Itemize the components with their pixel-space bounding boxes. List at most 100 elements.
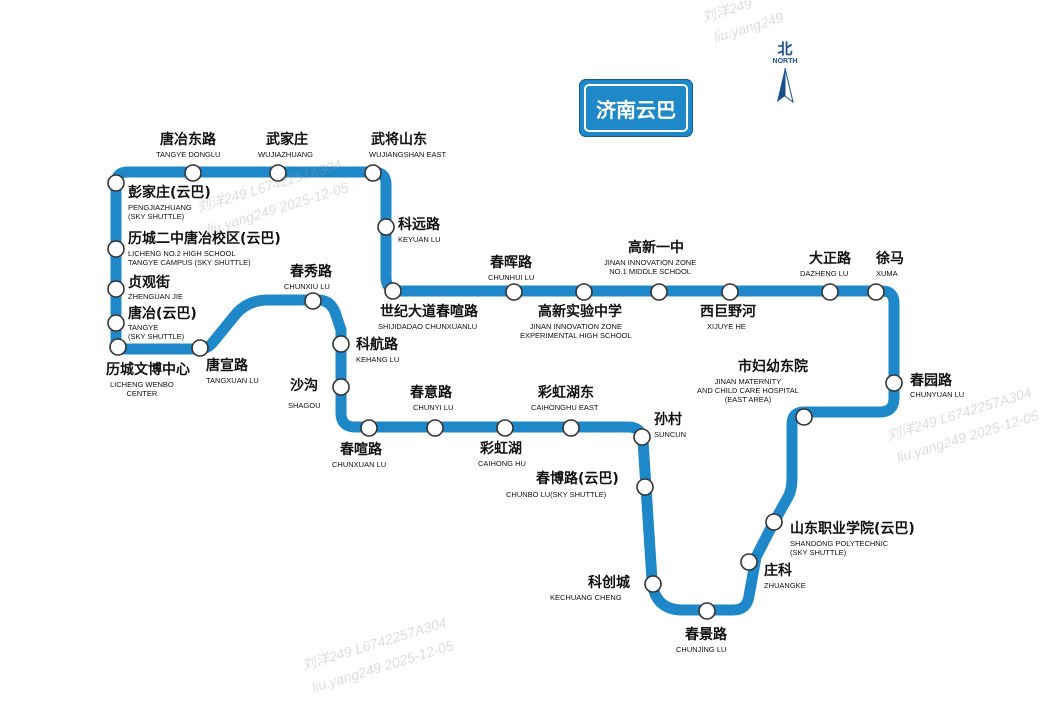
station-marker-26 [633,428,651,446]
station-26-name-en: SUNCUN [654,430,687,439]
station-marker-2 [364,164,382,182]
station-marker-13 [360,419,378,437]
station-28-name-en: SHANDONG POLYTECHNIC (SKY SHUTTLE) [790,539,889,557]
station-23-name: 徐马 [876,251,904,267]
station-19-name-en: JINAN INNOVATION ZONE EXPERIMENTAL HIGH … [520,322,632,340]
station-24-name: 春园路 [910,373,952,389]
station-27-name: 春博路(云巴) [536,471,619,487]
station-26-name: 孙村 [654,412,682,428]
station-18-name: 春晖路 [490,255,532,271]
station-marker-23 [867,283,885,301]
station-16-name: 彩虹湖东 [538,385,594,401]
compass-arrow-icon [777,67,794,104]
station-25-name-en: JINAN MATERNITY AND CHILD CARE HOSPITAL … [697,377,799,404]
title-badge: 济南云巴 [579,79,693,137]
station-29-name-en: ZHUANGKE [764,581,806,590]
station-marker-28 [765,513,783,531]
station-15-name: 彩虹湖 [480,441,522,457]
station-30-name-en: KECHUANG CHENG [550,593,622,602]
station-marker-7 [107,314,125,332]
map-title: 济南云巴 [584,84,688,132]
station-marker-27 [636,478,654,496]
station-25-name: 市妇幼东院 [738,359,808,375]
station-23-name-en: XUMA [876,269,898,278]
station-0-name: 唐冶东路 [160,132,216,148]
station-21-name-en: XIJUYE HE [707,322,746,331]
station-4-name: 科远路 [398,217,440,233]
station-marker-30 [644,575,662,593]
north-arrow: 北 NORTH [768,40,802,110]
station-6-name-en: ZHENGUAN JIE [128,292,184,301]
station-1-name-en: WUJIAZHUANG [258,150,313,159]
station-marker-8 [109,338,127,356]
station-20-name: 高新一中 [628,240,684,256]
station-10-name-en: CHUNXIU LU [284,282,330,291]
station-marker-14 [426,419,444,437]
station-12-name-en: SHAGOU [288,401,321,410]
station-13-name: 春喧路 [340,442,382,458]
station-17-name: 世纪大道春喧路 [380,304,478,320]
station-marker-21 [721,283,739,301]
station-7-name-en: TANGYE (SKY SHUTTLE) [128,323,185,341]
station-marker-16 [562,419,580,437]
station-marker-19 [575,283,593,301]
station-8-name: 历城文博中心 [106,362,190,378]
station-14-name-en: CHUNYI LU [413,403,454,412]
station-marker-18 [505,283,523,301]
station-marker-10 [304,292,322,310]
station-28-name: 山东职业学院(云巴) [790,521,915,537]
station-5-name: 历城二中唐冶校区(云巴) [128,231,281,247]
station-7-name: 唐冶(云巴) [128,306,197,322]
station-marker-15 [496,419,514,437]
station-marker-17 [384,282,402,300]
station-15-name-en: CAIHONG HU [478,459,526,468]
north-label-cn: 北 [777,40,793,58]
station-19-name: 高新实验中学 [538,304,622,320]
station-marker-11 [332,335,350,353]
station-11-name-en: KEHANG LU [356,355,400,364]
station-12-name: 沙沟 [290,378,318,394]
station-10-name: 春秀路 [290,264,332,280]
station-marker-3 [107,174,125,192]
station-31-name: 春景路 [685,627,727,643]
station-30-name: 科创城 [588,575,630,591]
station-21-name: 西巨野河 [700,304,756,320]
station-1-name: 武家庄 [266,132,308,148]
station-5-name-en: LICHENG NO.2 HIGH SCHOOL TANGYE CAMPUS (… [128,249,251,267]
station-8-name-en: LICHENG WENBO CENTER [110,380,174,398]
station-17-name-en: SHIJIDADAO CHUNXUANLU [378,322,478,331]
station-marker-29 [740,553,758,571]
station-marker-24 [885,374,903,392]
station-marker-5 [107,240,125,258]
station-marker-0 [184,164,202,182]
station-marker-31 [698,602,716,620]
station-16-name-en: CAIHONGHU EAST [531,403,599,412]
station-18-name-en: CHUNHUI LU [488,273,535,282]
station-24-name-en: CHUNYUAN LU [910,390,965,399]
station-2-name: 武将山东 [371,132,427,148]
station-3-name: 彭家庄(云巴) [128,185,211,201]
station-22-name-en: DAZHENG LU [800,269,849,278]
station-3-name-en: PENGJIAZHUANG (SKY SHUTTLE) [128,203,192,221]
station-marker-1 [269,164,287,182]
station-marker-22 [821,283,839,301]
station-9-name-en: TANGXUAN LU [206,376,259,385]
station-11-name: 科航路 [356,337,398,353]
station-29-name: 庄科 [764,563,792,579]
station-marker-12 [332,378,350,396]
station-22-name: 大正路 [809,251,851,267]
station-marker-9 [191,339,209,357]
station-marker-25 [795,408,813,426]
station-9-name: 唐宣路 [206,358,248,374]
station-4-name-en: KEYUAN LU [398,235,441,244]
station-2-name-en: WUJIANGSHAN EAST [369,150,447,159]
station-0-name-en: TANGYE DONGLU [156,150,221,159]
station-14-name: 春意路 [410,385,452,401]
station-27-name-en: CHUNBO LU(SKY SHUTTLE) [506,490,607,499]
station-marker-20 [650,283,668,301]
station-20-name-en: JINAN INNOVATION ZONE NO.1 MIDDLE SCHOOL [604,258,697,276]
station-13-name-en: CHUNXUAN LU [332,460,387,469]
north-label-en: NORTH [772,58,798,65]
station-6-name: 贞观街 [128,275,170,291]
